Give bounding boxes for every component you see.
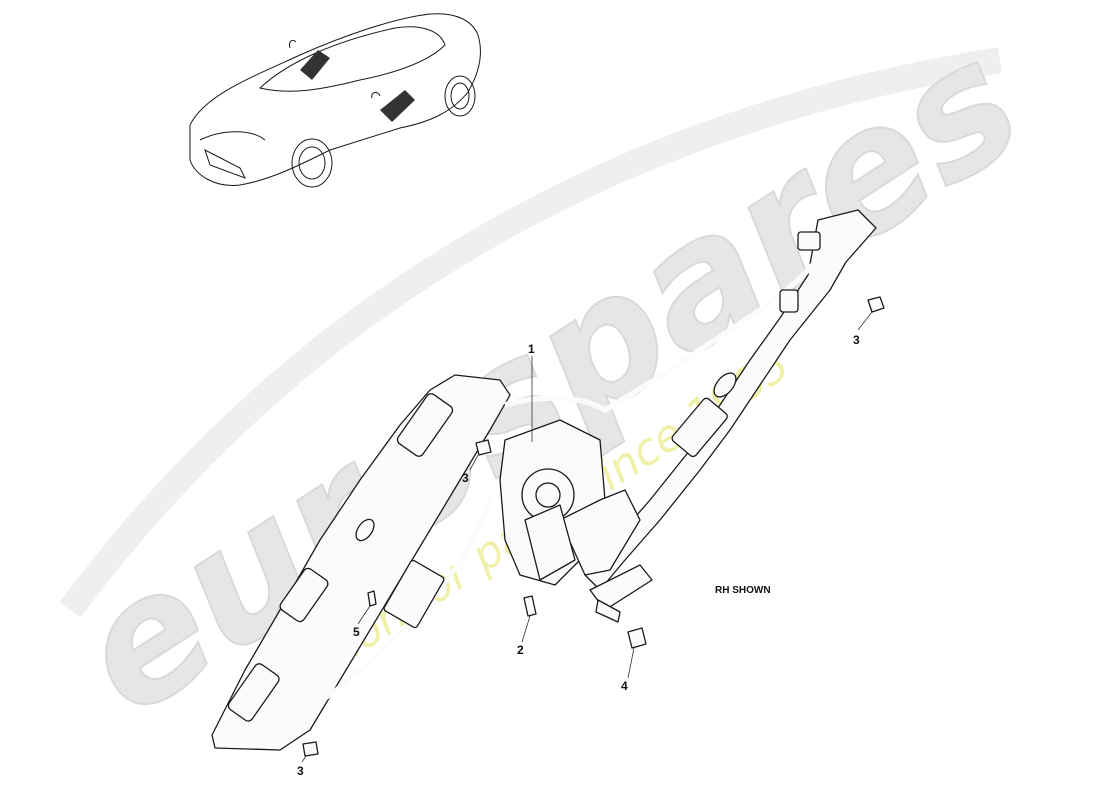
- nut-rear-upper: [867, 296, 885, 313]
- callout-2[interactable]: 2: [517, 643, 524, 657]
- callout-3-bottom[interactable]: 3: [297, 764, 304, 778]
- fasteners: [302, 296, 885, 757]
- callout-5[interactable]: 5: [353, 625, 360, 639]
- bolt-motor: [523, 595, 537, 617]
- leader-lines: [301, 311, 873, 763]
- nut-front-upper: [475, 439, 492, 456]
- nut-front-lower: [302, 741, 319, 757]
- rh-shown-note: RH SHOWN: [715, 585, 771, 596]
- callout-3-front[interactable]: 3: [462, 471, 469, 485]
- front-guide-rail: [211, 374, 511, 751]
- nut-motor: [627, 627, 647, 649]
- callout-4[interactable]: 4: [621, 679, 628, 693]
- rear-guide-rail: [584, 209, 877, 591]
- watermark-swoosh: [59, 47, 1003, 618]
- car-location-icon: [189, 13, 481, 188]
- window-regulator-assembly: [211, 209, 877, 751]
- callout-3-rear[interactable]: 3: [853, 333, 860, 347]
- callout-1[interactable]: 1: [528, 342, 535, 356]
- bolt-rail: [367, 590, 377, 607]
- callouts: 1 2 3 3 3 4 5: [297, 333, 860, 778]
